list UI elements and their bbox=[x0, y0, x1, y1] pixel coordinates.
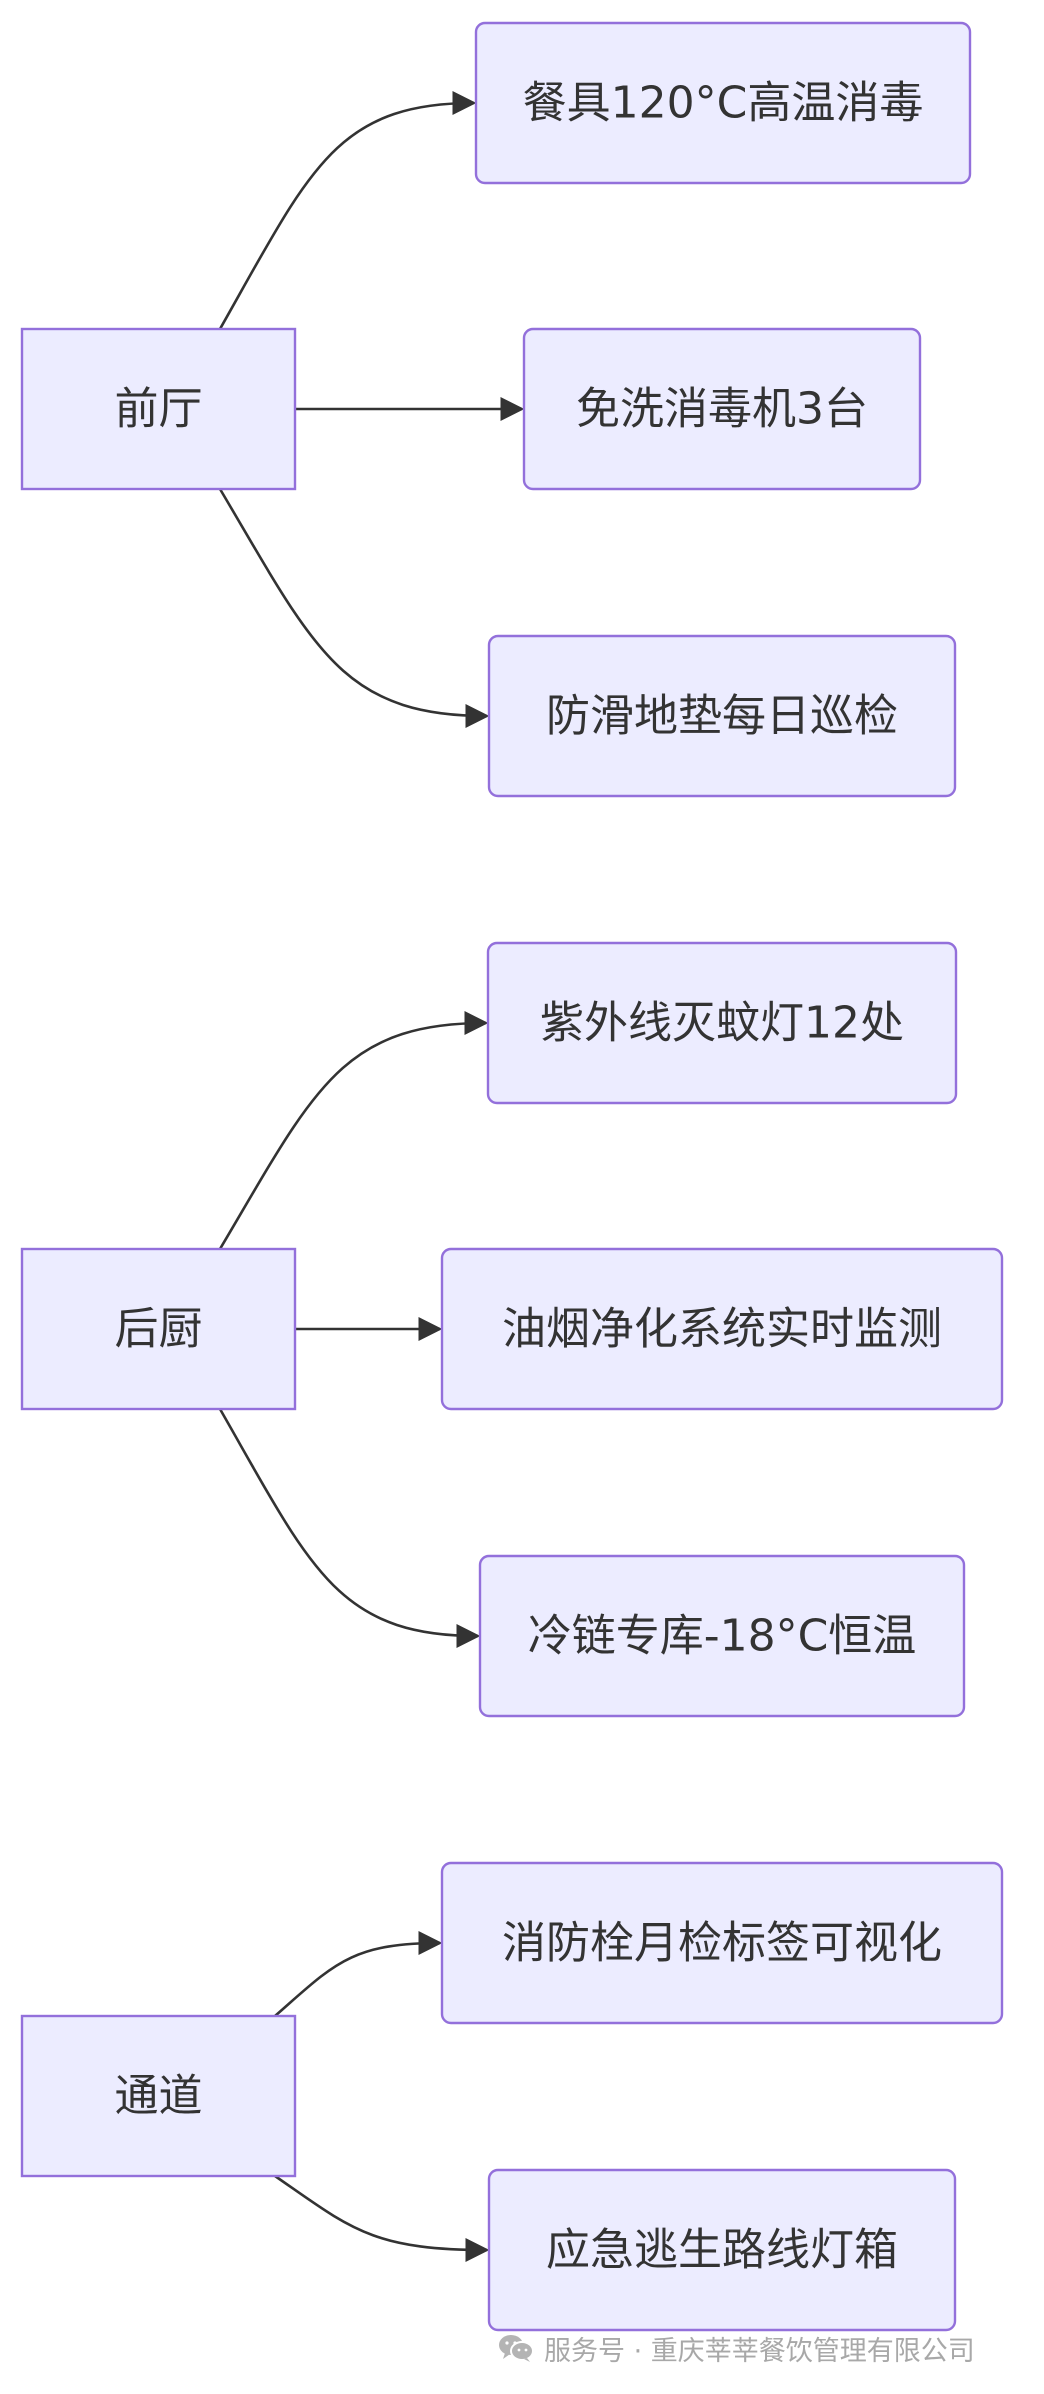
node-front-hall-label: 前厅 bbox=[115, 384, 203, 435]
node-tableware-disinfection-label: 餐具120°C高温消毒 bbox=[523, 78, 924, 129]
node-sanitizer-machines-label: 免洗消毒机3台 bbox=[576, 384, 868, 435]
node-kitchen-label: 后厨 bbox=[115, 1304, 203, 1355]
edge-kitchen-to-mosquito-lamps bbox=[218, 1011, 489, 1250]
edge-corridor-to-hydrant-label bbox=[274, 1931, 443, 2017]
edge-front-hall-to-tableware bbox=[218, 91, 477, 330]
node-hydrant-label: 消防栓月检标签可视化 bbox=[440, 1861, 1004, 2025]
watermark-text: 服务号 · 重庆莘莘餐饮管理有限公司 bbox=[544, 2335, 975, 2367]
node-escape-lightbox: 应急逃生路线灯箱 bbox=[487, 2168, 957, 2332]
node-front-hall: 前厅 bbox=[20, 327, 297, 491]
edge-front-hall-to-floor-mat bbox=[218, 488, 490, 728]
node-floor-mat-inspection: 防滑地垫每日巡检 bbox=[487, 634, 957, 798]
node-mosquito-lamps-label: 紫外线灭蚊灯12处 bbox=[540, 998, 904, 1049]
node-fume-purifier-monitoring: 油烟净化系统实时监测 bbox=[440, 1247, 1004, 1411]
watermark: 服务号 · 重庆莘莘餐饮管理有限公司 bbox=[498, 2328, 975, 2368]
node-fume-purifier-monitoring-label: 油烟净化系统实时监测 bbox=[502, 1304, 942, 1355]
node-cold-storage: 冷链专库-18°C恒温 bbox=[478, 1554, 966, 1718]
edge-corridor-to-escape-lightbox bbox=[274, 2174, 490, 2262]
node-hydrant-label-label: 消防栓月检标签可视化 bbox=[502, 1918, 942, 1969]
node-sanitizer-machines: 免洗消毒机3台 bbox=[522, 327, 922, 491]
node-floor-mat-inspection-label: 防滑地垫每日巡检 bbox=[546, 691, 898, 742]
wechat-icon bbox=[499, 2335, 534, 2362]
node-kitchen: 后厨 bbox=[20, 1247, 297, 1411]
node-corridor: 通道 bbox=[20, 2014, 297, 2178]
node-mosquito-lamps: 紫外线灭蚊灯12处 bbox=[486, 941, 958, 1105]
node-corridor-label: 通道 bbox=[115, 2071, 203, 2122]
node-escape-lightbox-label: 应急逃生路线灯箱 bbox=[546, 2225, 898, 2276]
edge-kitchen-to-cold-storage bbox=[218, 1408, 481, 1648]
node-cold-storage-label: 冷链专库-18°C恒温 bbox=[528, 1611, 917, 1662]
node-tableware-disinfection: 餐具120°C高温消毒 bbox=[474, 21, 972, 185]
